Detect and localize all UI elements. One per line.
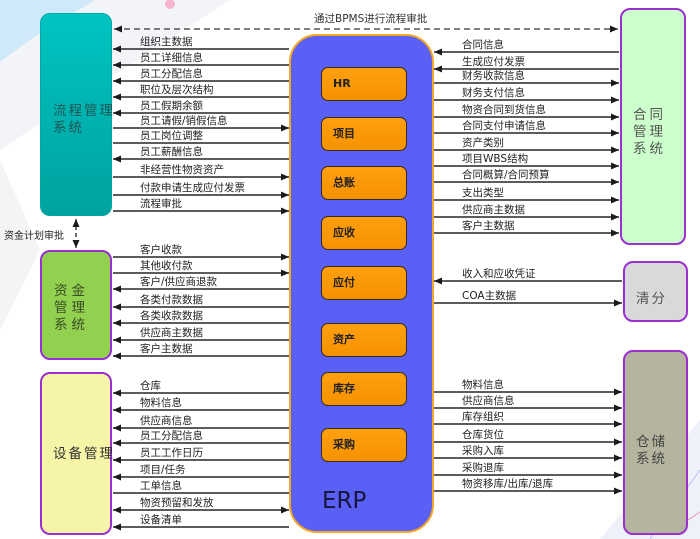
erp-label: ERP [322, 488, 367, 514]
flow-label: 合同支付申请信息 [462, 120, 546, 132]
fund-system-label: 资金 管理 系统 [54, 283, 89, 334]
process-system-label: 流程管理 系统 [53, 103, 115, 137]
erp-module-procurement[interactable]: 采购 [321, 428, 407, 462]
label-line: 仓储 [636, 434, 667, 450]
flow-label: 流程审批 [140, 198, 182, 210]
flow-label: 设备清单 [140, 514, 182, 526]
flow-label: 职位及层次结构 [140, 84, 214, 96]
flow-label: 员工岗位调整 [140, 130, 203, 142]
flow-label: 供应商信息 [140, 415, 193, 427]
label-line: 系统 [636, 451, 667, 467]
flow-label: 项目/任务 [140, 464, 186, 476]
bg-shape-blue [0, 0, 95, 62]
label-line: 管理 [54, 300, 89, 316]
flow-label: 供应商主数据 [140, 327, 203, 339]
flow-label: 财务支付信息 [462, 87, 525, 99]
flow-label: 合同信息 [462, 39, 504, 51]
flow-label: 其他收付款 [140, 260, 193, 272]
flow-label: 物资移库/出库/退库 [462, 478, 554, 490]
erp-module-general-ledger[interactable]: 总账 [321, 166, 407, 200]
flow-label: 库存组织 [462, 411, 504, 423]
flow-label: 供应商主数据 [462, 204, 525, 216]
flow-label: 员工假期余额 [140, 100, 203, 112]
label-line: 系统 [54, 317, 89, 333]
flow-label: 客户主数据 [462, 220, 515, 232]
flow-label: 非经营性物资资产 [140, 164, 224, 176]
flow-label: 员工分配信息 [140, 68, 203, 80]
flow-label: 支出类型 [462, 187, 504, 199]
label-line: 系统 [53, 120, 84, 136]
equipment-system-label: 设备管理 [53, 446, 115, 463]
flow-label: 客户收款 [140, 244, 182, 256]
clearing-system-box[interactable]: 清分 [623, 261, 688, 322]
label-line: 清分 [636, 291, 667, 307]
flow-label: 工单信息 [140, 480, 182, 492]
flow-label: 生成应付发票 [462, 56, 525, 68]
label-line: 管理 [633, 124, 666, 140]
flow-label: 收入和应收凭证 [462, 268, 536, 280]
erp-module-payables[interactable]: 应付 [321, 266, 407, 300]
flow-label: 员工薪酬信息 [140, 146, 203, 158]
label-line: 合同 [633, 107, 666, 123]
erp-module-project[interactable]: 项目 [321, 117, 407, 151]
erp-system-box[interactable]: HR 项目 总账 应收 应付 资产 库存 采购 ERP [289, 34, 434, 533]
flow-label: 各类收款数据 [140, 310, 203, 322]
contract-management-system-box[interactable]: 合同 管理 系统 [620, 8, 686, 245]
flow-label: 物资合同到货信息 [462, 104, 546, 116]
flow-label: 合同概算/合同预算 [462, 169, 550, 181]
flow-label: 员工请假/销假信息 [140, 115, 228, 127]
label-line: 设备管理 [53, 446, 115, 462]
erp-module-receivables[interactable]: 应收 [321, 216, 407, 250]
flow-label: 付款申请生成应付发票 [140, 182, 245, 194]
flow-label: 各类付款数据 [140, 294, 203, 306]
flow-label: 客户/供应商退款 [140, 276, 218, 288]
flow-label: 客户主数据 [140, 343, 193, 355]
fund-plan-approval-label: 资金计划审批 [4, 231, 64, 242]
flow-label: 员工分配信息 [140, 430, 203, 442]
flow-label: 员工工作日历 [140, 447, 203, 459]
flow-label: 采购入库 [462, 445, 504, 457]
flow-label: 仓库 [140, 380, 161, 392]
label-line: 流程管理 [53, 103, 115, 119]
bpms-approval-label: 通过BPMS进行流程审批 [314, 13, 428, 25]
bg-line-pink [687, 511, 700, 521]
flow-label: 供应商信息 [462, 395, 515, 407]
bg-shape-gray-2 [0, 160, 40, 330]
erp-module-hr[interactable]: HR [321, 67, 407, 101]
flow-label: 员工详细信息 [140, 52, 203, 64]
label-line: 系统 [633, 141, 666, 157]
flow-label: COA主数据 [462, 290, 517, 302]
erp-module-assets[interactable]: 资产 [321, 323, 407, 357]
fund-management-system-box[interactable]: 资金 管理 系统 [40, 250, 112, 360]
flow-label: 组织主数据 [140, 36, 193, 48]
clearing-system-label: 清分 [636, 291, 667, 308]
storage-system-label: 仓储 系统 [636, 434, 667, 468]
flow-label: 项目WBS结构 [462, 153, 529, 165]
flow-label: 仓库货位 [462, 429, 504, 441]
contract-system-label: 合同 管理 系统 [633, 107, 666, 158]
flow-label: 资产类别 [462, 137, 504, 149]
process-management-system-box[interactable]: 流程管理 系统 [40, 13, 115, 216]
bg-pink-dot [165, 0, 175, 9]
erp-module-inventory[interactable]: 库存 [321, 372, 407, 406]
label-line: 资金 [54, 283, 89, 299]
flow-label: 物料信息 [462, 379, 504, 391]
equipment-management-system-box[interactable]: 设备管理 [40, 372, 115, 535]
flow-label: 物料信息 [140, 397, 182, 409]
flow-label: 物资预留和发放 [140, 497, 214, 509]
storage-system-box[interactable]: 仓储 系统 [623, 350, 688, 535]
flow-label: 财务收款信息 [462, 70, 525, 82]
flow-label: 采购退库 [462, 462, 504, 474]
